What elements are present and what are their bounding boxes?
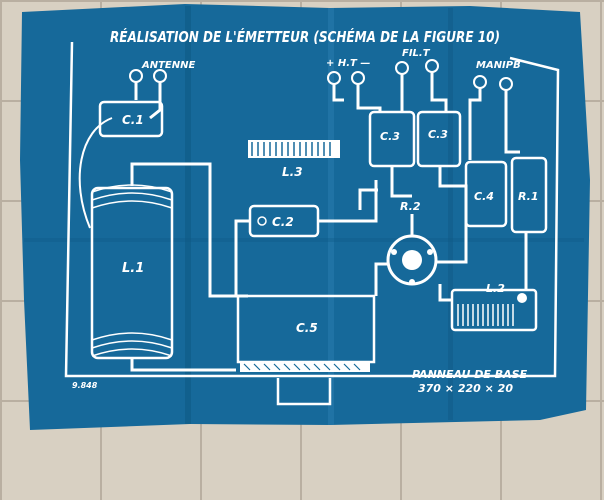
label-antenne: ANTENNE xyxy=(141,60,195,71)
diagram-border xyxy=(64,41,560,378)
label-dimensions: 370 × 220 × 20 xyxy=(418,382,513,395)
tube-socket-inner xyxy=(402,250,422,270)
wire-ground xyxy=(130,358,236,372)
label-c2: C.2 xyxy=(272,215,294,229)
wire-c2 xyxy=(234,180,378,296)
wire-c1-coil xyxy=(78,117,113,229)
label-c5: C.5 xyxy=(296,321,318,335)
label-l1: L.1 xyxy=(122,261,144,276)
wire-top-terminals xyxy=(332,72,520,160)
component-c1 xyxy=(98,100,164,138)
component-c4 xyxy=(464,160,508,228)
label-c3a: C.3 xyxy=(380,130,400,143)
l2-windings xyxy=(457,304,514,326)
label-r1: R.1 xyxy=(518,190,539,203)
wire-l2 xyxy=(438,232,528,302)
paper-fold-left xyxy=(185,6,191,424)
tube-pin-2-icon xyxy=(427,249,433,255)
c2-screw-icon xyxy=(257,216,267,226)
l3-windings xyxy=(251,142,331,156)
l2-screw-icon xyxy=(517,293,527,303)
diagram-title: RÉALISATION DE L'ÉMETTEUR (SCHÉMA DE LA … xyxy=(110,27,500,46)
label-c3b: C.3 xyxy=(428,128,448,141)
l1-windings-bottom xyxy=(91,332,173,357)
component-r1 xyxy=(510,156,548,234)
paper-fold-center xyxy=(328,8,334,425)
label-fil: FIL.T xyxy=(402,48,431,59)
component-l2 xyxy=(450,288,538,332)
tube-pin-3-icon xyxy=(409,279,415,285)
wire-l1-top xyxy=(130,162,248,298)
c5-bracket xyxy=(240,362,370,372)
c5-shaft xyxy=(276,378,332,406)
wire-tube xyxy=(374,214,468,296)
label-panneau: PANNEAU DE BASE xyxy=(412,368,528,381)
reference-number: 9.848 xyxy=(72,381,98,390)
label-ht: + H.T — xyxy=(326,58,370,69)
paper-fold-horizontal xyxy=(24,238,584,242)
label-l3: L.3 xyxy=(282,165,303,179)
label-r2: R.2 xyxy=(400,200,421,213)
label-c1: C.1 xyxy=(122,113,144,127)
label-l2: L.2 xyxy=(486,282,505,295)
wire-antenne-c1 xyxy=(134,82,162,120)
label-manip: MANIPB xyxy=(476,60,521,71)
tube-pin-1-icon xyxy=(391,249,397,255)
paper-fold-right xyxy=(448,8,453,420)
label-c4: C.4 xyxy=(474,190,494,203)
c5-bracket-hatching xyxy=(243,363,361,371)
